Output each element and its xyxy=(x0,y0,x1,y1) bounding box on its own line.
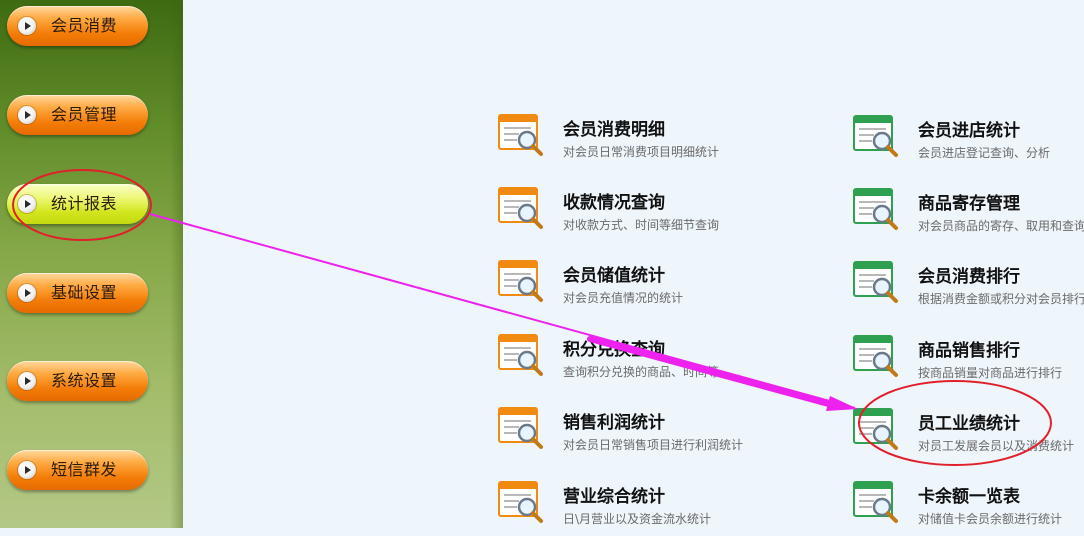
report-member-deposit-stats[interactable]: 会员储值统计 对会员充值情况的统计 xyxy=(497,259,727,315)
menu-label: 统计报表 xyxy=(51,194,118,213)
report-green-magnifier-icon xyxy=(852,407,900,451)
menu-member-consumption[interactable]: 会员消费 xyxy=(7,6,148,46)
sidebar-edge xyxy=(170,0,183,528)
report-title: 积分兑换查询 xyxy=(563,340,665,360)
report-desc: 日\月营业以及资金流水统计 xyxy=(563,512,712,526)
report-title: 会员消费排行 xyxy=(918,267,1020,287)
menu-system-settings[interactable]: 系统设置 xyxy=(7,361,148,401)
report-orange-magnifier-icon xyxy=(497,186,545,230)
play-icon xyxy=(18,461,36,479)
report-orange-magnifier-icon xyxy=(497,333,545,377)
report-desc: 对会员商品的寄存、取用和查询 xyxy=(918,219,1084,233)
report-desc: 对会员日常消费项目明细统计 xyxy=(563,145,720,159)
report-orange-magnifier-icon xyxy=(497,113,545,157)
report-green-magnifier-icon xyxy=(852,187,900,231)
report-green-magnifier-icon xyxy=(852,260,900,304)
report-title: 卡余额一览表 xyxy=(918,487,1020,507)
menu-basic-settings[interactable]: 基础设置 xyxy=(7,273,148,313)
report-member-consumption-ranking[interactable]: 会员消费排行 根据消费金额或积分对会员排行 xyxy=(852,260,1084,316)
menu-label: 会员消费 xyxy=(51,16,118,35)
report-orange-magnifier-icon xyxy=(497,259,545,303)
report-desc: 对会员日常销售项目进行利润统计 xyxy=(563,438,744,452)
report-title: 商品销售排行 xyxy=(918,341,1020,361)
menu-statistics-reports[interactable]: 统计报表 xyxy=(7,184,148,224)
report-desc: 对会员充值情况的统计 xyxy=(563,291,684,305)
report-member-consumption-detail[interactable]: 会员消费明细 对会员日常消费项目明细统计 xyxy=(497,113,727,169)
report-title: 营业综合统计 xyxy=(563,487,665,507)
play-icon xyxy=(18,17,36,35)
play-icon xyxy=(18,284,36,302)
report-desc: 根据消费金额或积分对会员排行 xyxy=(918,292,1084,306)
menu-label: 系统设置 xyxy=(51,371,118,390)
report-desc: 查询积分兑换的商品、时间等 xyxy=(563,365,720,379)
sidebar: 会员消费 会员管理 统计报表 基础设置 系统设置 短信群发 xyxy=(0,0,183,528)
report-orange-magnifier-icon xyxy=(497,480,545,524)
report-green-magnifier-icon xyxy=(852,114,900,158)
report-green-magnifier-icon xyxy=(852,334,900,378)
report-green-magnifier-icon xyxy=(852,480,900,524)
report-desc: 按商品销量对商品进行排行 xyxy=(918,366,1063,380)
report-title: 销售利润统计 xyxy=(563,413,665,433)
report-title: 会员消费明细 xyxy=(563,120,665,140)
report-title: 会员进店统计 xyxy=(918,121,1020,141)
play-icon xyxy=(18,195,36,213)
report-title: 商品寄存管理 xyxy=(918,194,1020,214)
menu-sms-broadcast[interactable]: 短信群发 xyxy=(7,450,148,490)
report-payment-query[interactable]: 收款情况查询 对收款方式、时间等细节查询 xyxy=(497,186,727,242)
report-title: 员工业绩统计 xyxy=(918,414,1020,434)
report-member-visit-stats[interactable]: 会员进店统计 会员进店登记查询、分析 xyxy=(852,114,1082,170)
play-icon xyxy=(18,106,36,124)
report-orange-magnifier-icon xyxy=(497,406,545,450)
report-desc: 对收款方式、时间等细节查询 xyxy=(563,218,720,232)
report-title: 会员储值统计 xyxy=(563,266,665,286)
menu-label: 短信群发 xyxy=(51,460,118,479)
menu-label: 基础设置 xyxy=(51,283,118,302)
report-business-summary[interactable]: 营业综合统计 日\月营业以及资金流水统计 xyxy=(497,480,727,536)
report-desc: 会员进店登记查询、分析 xyxy=(918,146,1051,160)
menu-member-management[interactable]: 会员管理 xyxy=(7,95,148,135)
play-icon xyxy=(18,372,36,390)
report-staff-performance-stats[interactable]: 员工业绩统计 对员工发展会员以及消费统计 xyxy=(852,407,1082,463)
report-card-balance-list[interactable]: 卡余额一览表 对储值卡会员余额进行统计 xyxy=(852,480,1082,536)
report-title: 收款情况查询 xyxy=(563,193,665,213)
report-goods-sales-ranking[interactable]: 商品销售排行 按商品销量对商品进行排行 xyxy=(852,334,1082,390)
report-points-exchange-query[interactable]: 积分兑换查询 查询积分兑换的商品、时间等 xyxy=(497,333,727,389)
report-desc: 对员工发展会员以及消费统计 xyxy=(918,439,1075,453)
report-desc: 对储值卡会员余额进行统计 xyxy=(918,512,1063,526)
menu-label: 会员管理 xyxy=(51,105,118,124)
report-sales-profit-stats[interactable]: 销售利润统计 对会员日常销售项目进行利润统计 xyxy=(497,406,743,462)
report-goods-storage-management[interactable]: 商品寄存管理 对会员商品的寄存、取用和查询 xyxy=(852,187,1084,243)
